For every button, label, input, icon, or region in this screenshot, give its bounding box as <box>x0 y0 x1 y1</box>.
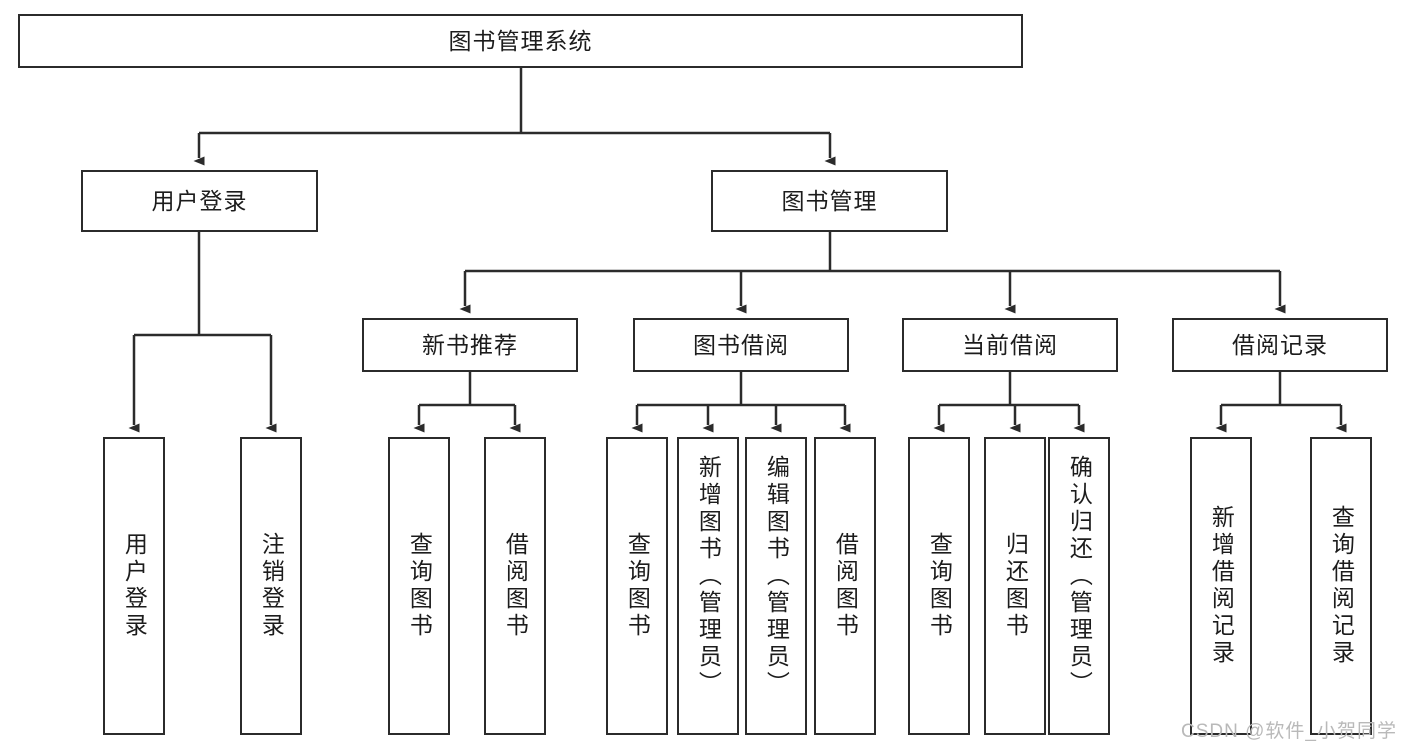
node-new-book-recommend[interactable]: 新书推荐 <box>362 318 578 372</box>
leaf-borrow-book-newbook[interactable]: 借阅图书 <box>484 437 546 735</box>
node-current-borrow-label: 当前借阅 <box>962 331 1058 358</box>
node-book-borrow-label: 图书借阅 <box>693 331 789 358</box>
leaf-edit-book-admin[interactable]: 编辑图书（管理员） <box>745 437 807 735</box>
leaf-query-book-borrow-label: 查询图书 <box>624 532 651 640</box>
leaf-confirm-return-admin-label: 确认归还（管理员） <box>1066 455 1093 698</box>
node-root[interactable]: 图书管理系统 <box>18 14 1023 68</box>
leaf-user-login[interactable]: 用户登录 <box>103 437 165 735</box>
node-book-management-label: 图书管理 <box>781 187 878 214</box>
node-new-book-recommend-label: 新书推荐 <box>422 331 518 358</box>
leaf-borrow-book-borrow[interactable]: 借阅图书 <box>814 437 876 735</box>
leaf-query-borrow-record-label: 查询借阅记录 <box>1328 505 1355 667</box>
leaf-borrow-book-borrow-label: 借阅图书 <box>832 532 859 640</box>
leaf-logout-label: 注销登录 <box>258 532 285 640</box>
leaf-add-borrow-record-label: 新增借阅记录 <box>1208 505 1235 667</box>
leaf-query-borrow-record[interactable]: 查询借阅记录 <box>1310 437 1372 735</box>
leaf-query-book-borrow[interactable]: 查询图书 <box>606 437 668 735</box>
leaf-query-book-current[interactable]: 查询图书 <box>908 437 970 735</box>
leaf-query-book-current-label: 查询图书 <box>926 532 953 640</box>
leaf-edit-book-admin-label: 编辑图书（管理员） <box>763 455 790 698</box>
leaf-confirm-return-admin[interactable]: 确认归还（管理员） <box>1048 437 1110 735</box>
node-book-management[interactable]: 图书管理 <box>711 170 948 232</box>
node-user-login-label: 用户登录 <box>151 187 248 214</box>
leaf-add-borrow-record[interactable]: 新增借阅记录 <box>1190 437 1252 735</box>
leaf-add-book-admin[interactable]: 新增图书（管理员） <box>677 437 739 735</box>
leaf-query-book-newbook-label: 查询图书 <box>406 532 433 640</box>
node-root-label: 图书管理系统 <box>448 27 593 54</box>
leaf-return-book-label: 归还图书 <box>1002 532 1029 640</box>
leaf-user-login-label: 用户登录 <box>121 532 148 640</box>
watermark-text: CSDN @软件_小贺同学 <box>1181 721 1397 742</box>
leaf-add-book-admin-label: 新增图书（管理员） <box>695 455 722 698</box>
leaf-borrow-book-newbook-label: 借阅图书 <box>502 532 529 640</box>
node-book-borrow[interactable]: 图书借阅 <box>633 318 849 372</box>
leaf-logout[interactable]: 注销登录 <box>240 437 302 735</box>
node-user-login[interactable]: 用户登录 <box>81 170 318 232</box>
node-borrow-record[interactable]: 借阅记录 <box>1172 318 1388 372</box>
node-borrow-record-label: 借阅记录 <box>1232 331 1328 358</box>
leaf-return-book[interactable]: 归还图书 <box>984 437 1046 735</box>
node-current-borrow[interactable]: 当前借阅 <box>902 318 1118 372</box>
leaf-query-book-newbook[interactable]: 查询图书 <box>388 437 450 735</box>
